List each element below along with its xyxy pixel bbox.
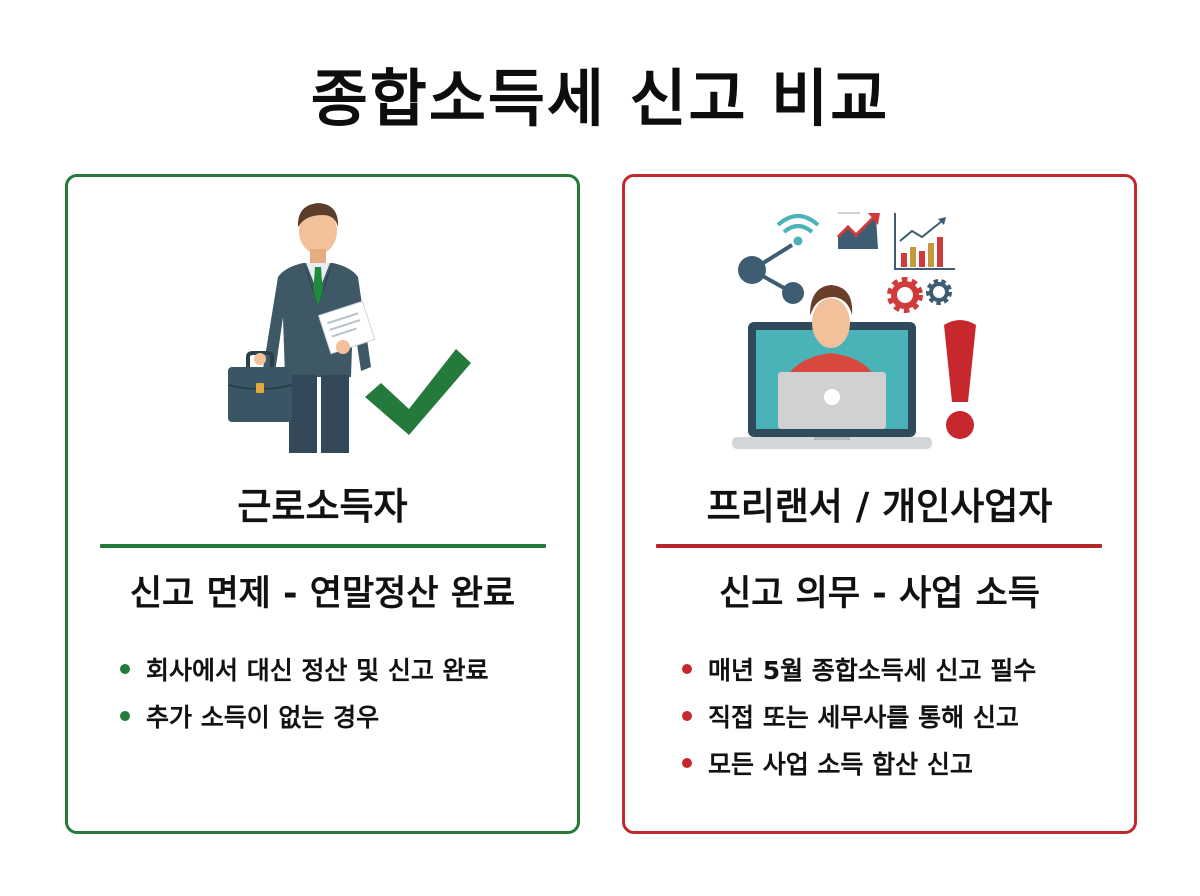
card-heading: 근로소득자 — [237, 485, 408, 528]
businessman-illustration — [227, 203, 471, 453]
bullet-dot-icon — [682, 757, 692, 768]
freelancer-laptop-with-exclamation-icon — [625, 197, 1134, 487]
bullet-dot-icon — [120, 663, 130, 674]
list-item: 모든 사업 소득 합산 신고 — [682, 739, 1036, 786]
list-item: 추가 소득이 없는 경우 — [120, 692, 489, 739]
divider — [656, 544, 1102, 548]
freelancer-card: 프리랜서 / 개인사업자 신고 의무 - 사업 소득 매년 5월 종합소득세 신… — [622, 174, 1137, 834]
list-item-text: 모든 사업 소득 합산 신고 — [708, 749, 973, 779]
businessman-with-checkmark-icon — [68, 197, 577, 487]
bullet-dot-icon — [682, 710, 692, 721]
card-subheading: 신고 면제 - 연말정산 완료 — [129, 574, 516, 614]
page-title: 종합소득세 신고 비교 — [310, 62, 890, 135]
list-item: 매년 5월 종합소득세 신고 필수 — [682, 645, 1036, 692]
list-item-text: 매년 5월 종합소득세 신고 필수 — [708, 655, 1037, 685]
freelancer-illustration — [731, 212, 976, 449]
employee-card: 근로소득자 신고 면제 - 연말정산 완료 회사에서 대신 정산 및 신고 완료… — [65, 174, 580, 834]
list-item-text: 회사에서 대신 정산 및 신고 완료 — [146, 655, 489, 685]
list-item: 회사에서 대신 정산 및 신고 완료 — [120, 645, 489, 692]
bullet-dot-icon — [120, 710, 130, 721]
list-item: 직접 또는 세무사를 통해 신고 — [682, 692, 1036, 739]
bullet-dot-icon — [682, 663, 692, 674]
divider — [100, 544, 546, 548]
bullet-list: 회사에서 대신 정산 및 신고 완료 추가 소득이 없는 경우 — [120, 645, 489, 739]
list-item-text: 직접 또는 세무사를 통해 신고 — [708, 702, 1019, 732]
bullet-list: 매년 5월 종합소득세 신고 필수 직접 또는 세무사를 통해 신고 모든 사업… — [682, 645, 1036, 786]
card-subheading: 신고 의무 - 사업 소득 — [719, 574, 1040, 614]
list-item-text: 추가 소득이 없는 경우 — [146, 702, 380, 732]
card-heading: 프리랜서 / 개인사업자 — [706, 485, 1053, 528]
